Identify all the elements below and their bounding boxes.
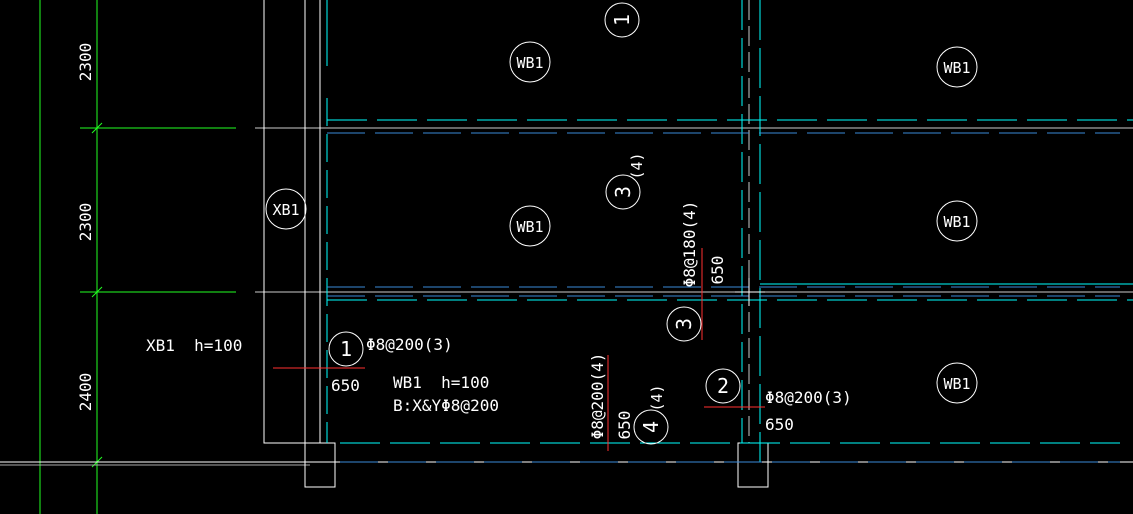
svg-text:WB1: WB1 [943,375,970,393]
svg-text:650: 650 [765,415,794,434]
svg-text:650: 650 [615,411,634,440]
rebar-marker-1-top: 1 [604,2,640,38]
svg-text:3: 3 [611,186,635,198]
rebar-marker-2: 2 Φ8@200(3) 650 [705,368,852,434]
rebar-marker-3-top: 3 (4) [605,152,646,210]
slab-marker-wb1-bottom-right: WB1 [936,362,978,404]
dimension-middle: 2300 [76,203,95,242]
slab-marker-wb1-mid-left: WB1 [509,205,551,247]
svg-text:WB1: WB1 [516,54,543,72]
svg-text:Φ8@200(3): Φ8@200(3) [366,335,453,354]
dimension-bottom: 2400 [76,373,95,412]
blue-dashed-lines [327,132,1120,463]
svg-text:Φ8@200(3): Φ8@200(3) [765,388,852,407]
svg-text:3: 3 [672,318,696,330]
rebar-lines [273,248,765,451]
slab-marker-xb1: XB1 [265,188,307,230]
svg-text:Φ8@200(4): Φ8@200(4) [588,353,607,440]
slab-marker-wb1-mid-right: WB1 [936,200,978,242]
note-xb1: XB1 h=100 [146,336,242,355]
cyan-lines [326,0,1133,462]
svg-text:650: 650 [708,256,727,285]
svg-text:1: 1 [610,14,634,26]
rebar-marker-3: 3 Φ8@180(4) 650 [666,201,727,342]
svg-text:XB1: XB1 [272,201,299,219]
rebar-marker-4: 4 (4) Φ8@200(4) 650 [588,353,669,445]
svg-text:1: 1 [340,337,352,361]
slab-marker-wb1-top-left: WB1 [509,41,551,83]
svg-text:2: 2 [717,374,729,398]
svg-text:(4): (4) [648,384,666,411]
rebar-marker-1: 1 Φ8@200(3) 650 [328,331,453,395]
crosshair [735,278,765,306]
svg-text:(4): (4) [628,152,646,179]
svg-text:WB1: WB1 [943,213,970,231]
svg-text:4: 4 [639,421,663,433]
svg-text:WB1: WB1 [516,218,543,236]
svg-text:WB1: WB1 [943,59,970,77]
dimension-top: 2300 [76,43,95,82]
dimension-lines [39,0,236,514]
structural-lines [0,0,1133,488]
note-wb1-line2: B:X&YΦ8@200 [393,396,499,415]
svg-text:Φ8@180(4): Φ8@180(4) [680,201,699,288]
svg-text:650: 650 [331,376,360,395]
slab-marker-wb1-top-right: WB1 [936,46,978,88]
note-wb1-line1: WB1 h=100 [393,373,489,392]
